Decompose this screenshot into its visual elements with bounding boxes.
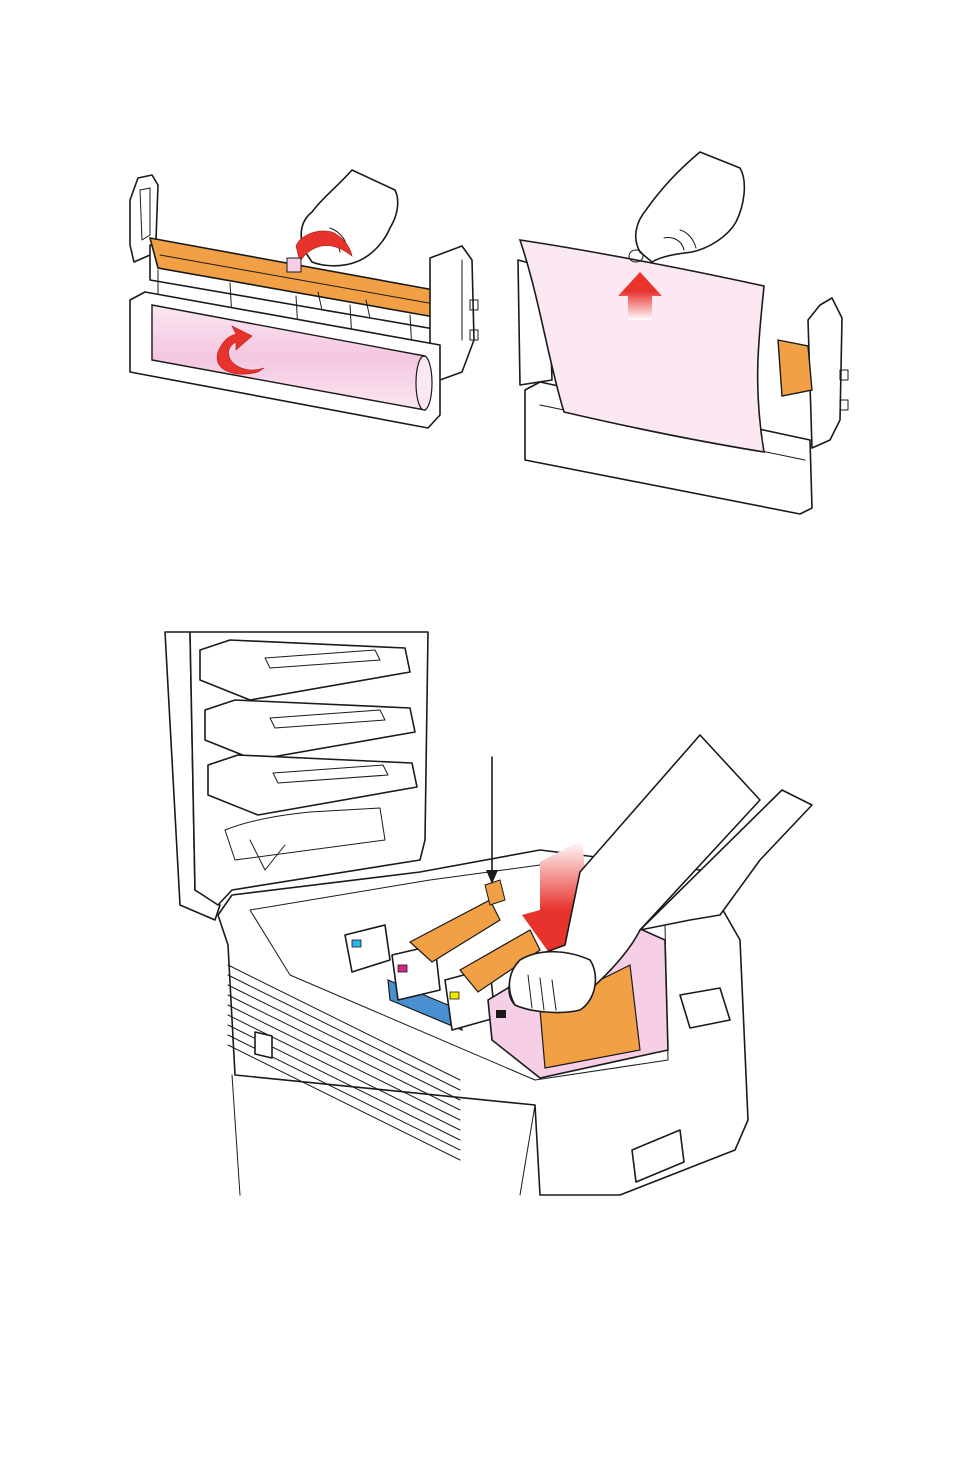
magenta-marker [398,965,407,972]
power-switch [255,1032,272,1058]
panel-drum-remove-sheet [518,152,848,514]
tape-tab [287,258,301,272]
yellow-marker [450,992,459,999]
orange-bar [778,340,812,396]
cyan-marker [352,940,361,947]
panel-drum-remove-tape [130,170,478,428]
side-handle [680,988,730,1028]
black-marker [496,1010,506,1018]
right-bracket [808,298,842,448]
hand-icon [636,152,745,262]
panel-printer-install-drum [165,632,812,1195]
